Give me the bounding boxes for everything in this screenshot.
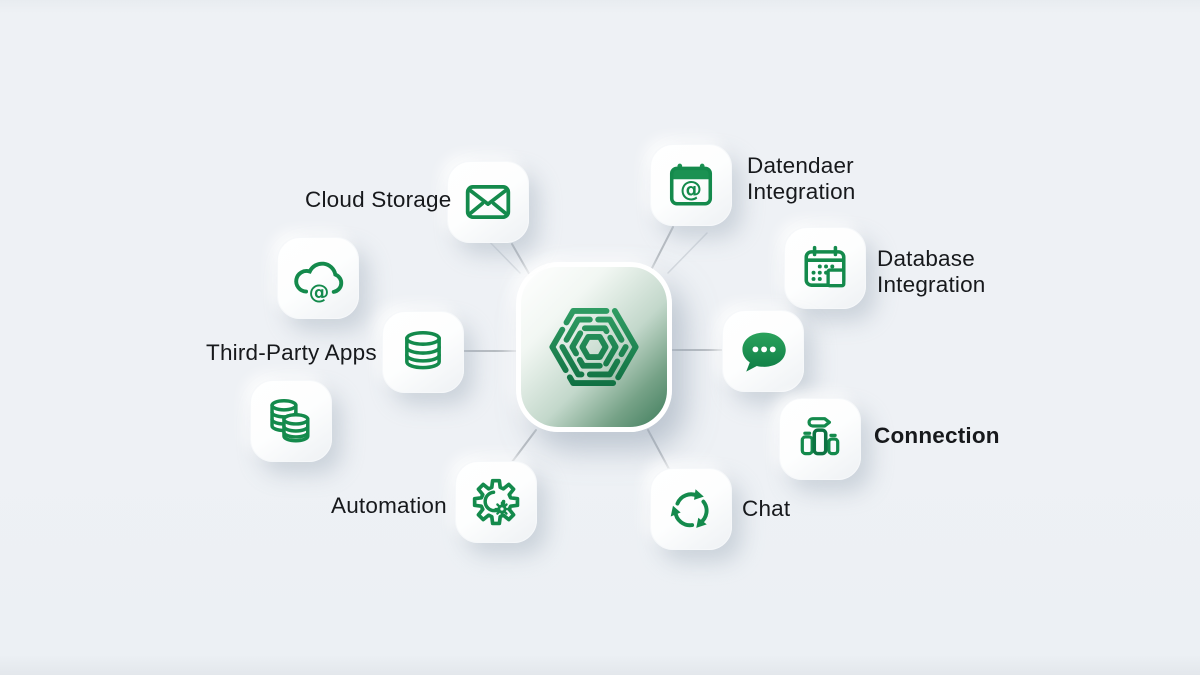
svg-text:@: @ bbox=[309, 280, 330, 304]
database-cylinder-icon bbox=[405, 330, 441, 370]
svg-text:@: @ bbox=[680, 177, 702, 202]
database-integration-label: Database Integration bbox=[877, 246, 986, 297]
cloud-at-icon: @ bbox=[294, 261, 344, 304]
tile-connection bbox=[779, 398, 861, 480]
chat-bubble-icon bbox=[742, 332, 786, 372]
calendar-grid-icon bbox=[804, 245, 846, 288]
stacked-databases-icon bbox=[270, 399, 310, 443]
tile-calendar-integration: @ bbox=[650, 144, 732, 226]
chat-label: Chat bbox=[742, 496, 791, 521]
gear-icon bbox=[472, 478, 520, 526]
sync-arrows-icon bbox=[665, 487, 717, 535]
tile-database-integration bbox=[784, 227, 866, 309]
small-gear bbox=[494, 501, 510, 517]
tile-stacked-databases bbox=[250, 380, 332, 462]
tile-cloud-storage bbox=[447, 161, 529, 243]
bar-chart-icon bbox=[800, 417, 840, 456]
tile-cloud-apps: @ bbox=[277, 237, 359, 319]
tile-third-party-apps bbox=[382, 311, 464, 393]
center-hub-tile bbox=[516, 262, 672, 432]
automation-label: Automation bbox=[331, 493, 447, 518]
third-party-apps-label: Third-Party Apps bbox=[206, 340, 377, 365]
cloud-storage-label: Cloud Storage bbox=[305, 187, 452, 212]
connection-label: Connection bbox=[874, 423, 1000, 448]
calendar-at-icon: @ bbox=[669, 163, 713, 206]
tile-automation bbox=[455, 461, 537, 543]
tile-chat bbox=[650, 468, 732, 550]
hexagon-maze-logo-icon bbox=[549, 308, 639, 386]
envelope-icon bbox=[465, 185, 511, 219]
calendar-integration-label: Datendaer Integration bbox=[747, 153, 856, 204]
tile-chat-bubble bbox=[722, 310, 804, 392]
